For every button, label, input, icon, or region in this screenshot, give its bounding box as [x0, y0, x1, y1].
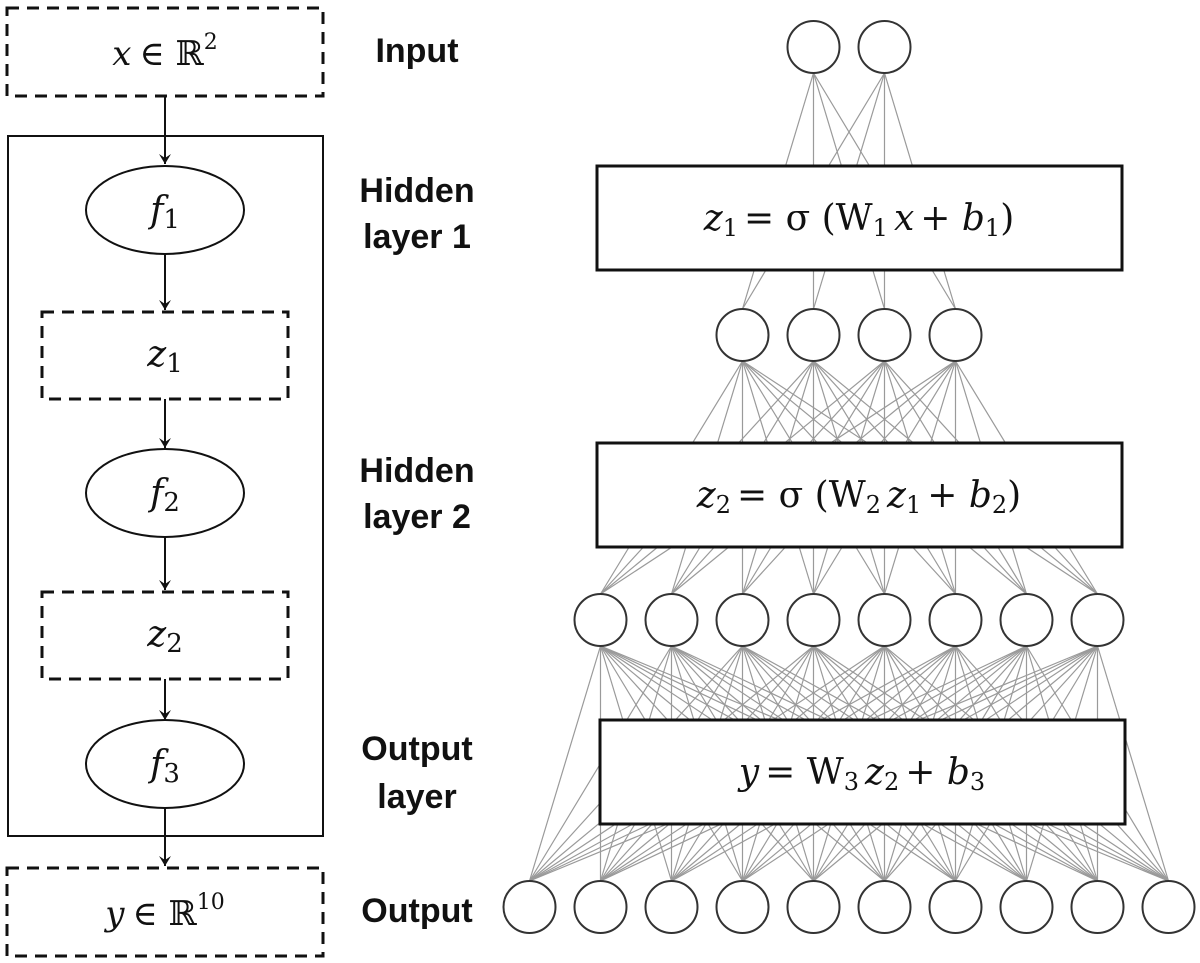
- hidden-1-neuron: [715, 308, 770, 362]
- layer-labels: Input Hidden layer 1 Hidden layer 2 Outp…: [359, 32, 474, 930]
- output-neuron: [786, 880, 841, 934]
- output-neuron: [715, 880, 770, 934]
- hidden-2-neuron: [573, 593, 628, 647]
- connection-edge: [1096, 645, 1170, 882]
- output-neuron: [1141, 880, 1196, 934]
- output-neuron: [999, 880, 1054, 934]
- variable-box-z1-label: z1: [146, 334, 183, 379]
- network-neurons: [502, 20, 1196, 934]
- hidden-2-neuron: [1070, 593, 1125, 647]
- label-hidden-layer-2-line2: layer 2: [363, 498, 471, 536]
- output-neuron: [928, 880, 983, 934]
- output-box-label: y∈ ℝ10: [103, 890, 224, 934]
- hidden-2-neuron: [928, 593, 983, 647]
- variable-box-z2-label: z2: [146, 614, 183, 659]
- hidden-2-neuron: [715, 593, 770, 647]
- label-hidden-layer-1: Hidden: [359, 172, 474, 210]
- label-hidden-layer-2: Hidden: [359, 452, 474, 490]
- variable-box-z1: [40, 310, 290, 401]
- label-output: Output: [361, 892, 472, 930]
- input-box-label: x∈ ℝ2: [112, 30, 217, 74]
- hidden-1-neuron: [928, 308, 983, 362]
- label-output-layer: Output: [361, 730, 472, 768]
- function-node-f2-label: f2: [147, 473, 180, 518]
- output-neuron: [1070, 880, 1125, 934]
- variable-box-z2: [40, 590, 290, 681]
- hidden-2-neuron: [786, 593, 841, 647]
- label-input: Input: [375, 32, 458, 70]
- function-node-f1-label: f1: [147, 190, 180, 235]
- label-output-layer-line2: layer: [377, 778, 456, 816]
- output-box: [5, 866, 325, 958]
- hidden-2-neuron: [644, 593, 699, 647]
- label-hidden-layer-1-line2: layer 1: [363, 218, 471, 256]
- output-neuron: [573, 880, 628, 934]
- hidden-1-neuron: [786, 308, 841, 362]
- hidden-2-neuron: [857, 593, 912, 647]
- connection-edge: [528, 645, 602, 882]
- output-neuron: [644, 880, 699, 934]
- input-neuron: [857, 20, 912, 74]
- output-neuron: [857, 880, 912, 934]
- computation-flow: x∈ ℝ2 f1 z1 f2 z2 f3 y∈ ℝ10: [5, 6, 325, 958]
- input-neuron: [786, 20, 841, 74]
- output-neuron: [502, 880, 557, 934]
- hidden-2-neuron: [999, 593, 1054, 647]
- hidden-1-neuron: [857, 308, 912, 362]
